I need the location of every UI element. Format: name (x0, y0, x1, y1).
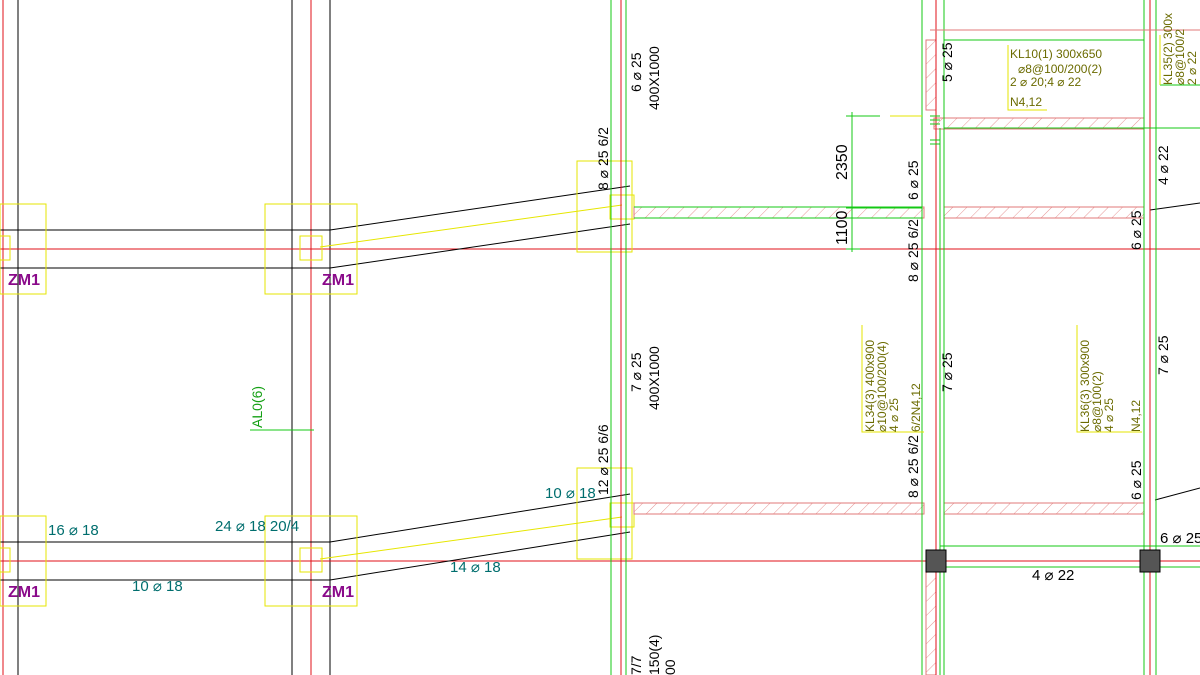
beam-bar-label: 8 ⌀ 25 6/2 (595, 127, 611, 190)
dimension-label: 1100 (834, 210, 851, 245)
sloped-beams (319, 185, 1200, 581)
beam-size-label: 400X1000 (646, 346, 662, 410)
beam-size-label: 150(4) (646, 635, 662, 675)
beam-note: ⌀8@100/2 (1173, 29, 1187, 85)
beam-note: 2 ⌀ 20;4 ⌀ 22 (1010, 75, 1081, 89)
beam-bar-label: 12 ⌀ 25 6/6 (595, 424, 611, 495)
beam-bar-label: 7 ⌀ 25 (1155, 335, 1171, 375)
al-tag: AL0(6) (249, 386, 265, 428)
beam-size-label: 400X1000 (646, 46, 662, 110)
rebar-label: 10 ⌀ 18 (132, 578, 183, 595)
beam-note: ⌀8@100(2) (1090, 371, 1104, 432)
beam-bar-label: 4 ⌀ 22 (1155, 145, 1171, 185)
beam-size-label: 6 ⌀ 25 (628, 52, 644, 92)
beam-note: KL35(2) 300x (1161, 13, 1175, 85)
beam-note: KL34(3) 400x900 (863, 340, 877, 432)
beam-bar-label: 4 ⌀ 22 (1032, 567, 1074, 584)
beam-size-label: 00 (662, 659, 678, 675)
beam-note: 2 ⌀ 22 (1185, 51, 1199, 85)
beam-bar-label: 8 ⌀ 25 6/2 (905, 219, 921, 282)
beam-note: 6/2N4,12 (909, 383, 923, 432)
beam-note: KL10(1) 300x650 (1010, 47, 1102, 61)
beam-bar-label: 6 ⌀ 25 (1128, 210, 1144, 250)
rebar-label: 10 ⌀ 18 (545, 485, 596, 502)
beam-note: ⌀8@100/200(2) (1018, 62, 1102, 76)
column-block (925, 549, 947, 573)
rebar-label: 24 ⌀ 18 20/4 (215, 518, 299, 535)
beam-bar-label: 5 ⌀ 25 (939, 42, 955, 82)
beam-note: 4 ⌀ 25 (887, 398, 901, 432)
beam-bar-label: 7 ⌀ 25 (939, 352, 955, 392)
beam-note: KL36(3) 300x900 (1078, 340, 1092, 432)
beam-note: ⌀10@100/200(4) (875, 341, 889, 432)
column-block (1139, 549, 1161, 573)
beam-bar-label: 7 ⌀ 25 (628, 352, 644, 392)
beam-size-label: 7/7 (628, 655, 644, 675)
beam-note: N4,12 (1129, 400, 1143, 432)
beam-note: 4 ⌀ 25 (1102, 398, 1116, 432)
pile-cap-label: ZM1 (322, 584, 354, 601)
rebar-label: 16 ⌀ 18 (48, 522, 99, 539)
beam-note: N4,12 (1010, 95, 1042, 109)
pile-cap-label: ZM1 (8, 584, 40, 601)
beam-bar-label: 6 ⌀ 25 (905, 160, 921, 200)
beam-bar-label: 8 ⌀ 25 6/2 (905, 435, 921, 498)
column-1 (610, 0, 627, 675)
pile-caps (0, 160, 635, 607)
pile-cap-label: ZM1 (322, 272, 354, 289)
hatched-beams (633, 39, 1145, 675)
dimension-label: 2350 (834, 144, 851, 180)
pile-cap-label: ZM1 (8, 272, 40, 289)
beam-bar-label: 6 ⌀ 25 (1128, 460, 1144, 500)
rebar-label: 14 ⌀ 18 (450, 559, 501, 576)
column-2-3 (634, 0, 1200, 675)
dimension-lines (846, 112, 922, 252)
beam-bar-label: 6 ⌀ 25 (1160, 530, 1200, 547)
note-brackets (861, 35, 1161, 433)
